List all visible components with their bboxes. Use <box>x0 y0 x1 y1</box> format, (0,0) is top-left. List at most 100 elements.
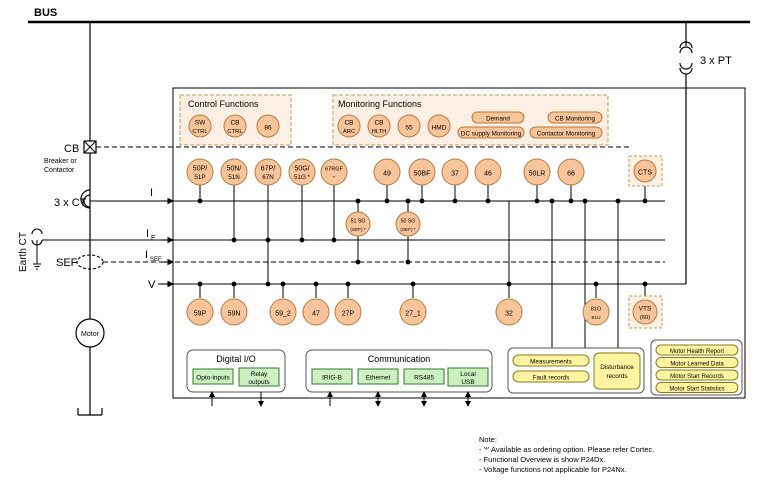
current-fn-2-shape <box>254 158 282 186</box>
monitor-fn-2: 55 <box>397 114 421 138</box>
digital-io-title: Digital I/O <box>216 354 256 364</box>
current-fn-7: 37 <box>441 158 469 186</box>
vts-node-shape <box>632 299 658 325</box>
node-label: 50 SG <box>401 219 416 225</box>
earth-ct-label: Earth CT <box>18 232 29 272</box>
current-fn-10-shape <box>557 158 585 186</box>
node-label: 59_2 <box>275 311 291 318</box>
node-label: Motor Learned Data <box>670 362 724 368</box>
current-fn-8-shape <box>474 158 502 186</box>
node-label: 50P/ <box>193 166 207 173</box>
node-label: 67RGF <box>325 167 343 173</box>
motor-label: Motor <box>81 331 100 338</box>
node-label: Relay <box>251 371 268 378</box>
monitor-fn-3-shape <box>427 114 451 138</box>
current-fn-1: 50N/51N <box>220 158 248 186</box>
node-label: 51P <box>194 174 205 181</box>
node-label: DC supply Monitoring <box>461 131 522 138</box>
node-label: Contactor Monitoring <box>537 131 596 138</box>
voltage-fn-4-shape <box>334 298 362 326</box>
cb-label: CB <box>64 143 79 155</box>
monitor-fn-0-shape <box>337 114 361 138</box>
voltage-fn-3: 47 <box>302 298 330 326</box>
measurements-pill: Measurements <box>512 354 590 367</box>
monitor-fn-2-shape <box>397 114 421 138</box>
monitoring-functions-title: Monitoring Functions <box>338 99 422 109</box>
current-fn-6: 50BF <box>408 158 436 186</box>
voltage-fn-0: 59P <box>186 298 214 326</box>
voltage-fn-5-shape <box>399 298 427 326</box>
node-label: outputs <box>248 379 270 386</box>
node-label: * <box>333 175 335 181</box>
node-label: 27P <box>342 311 355 318</box>
comm-2: RS485 <box>403 368 445 385</box>
node-label: 50G/ <box>294 166 309 173</box>
node-label: 67P/ <box>261 166 275 173</box>
voltage-fn-6: 32 <box>495 298 523 326</box>
circuit-breaker-icon <box>83 140 97 154</box>
control-functions-title: Control Functions <box>188 99 259 109</box>
voltage-fn-4: 27P <box>334 298 362 326</box>
note-line-2: - Functional Overview is show P24Dx. <box>479 455 605 464</box>
signal-ie-label: I <box>146 228 149 240</box>
note-title: Note: <box>479 435 497 444</box>
signal-ie-sub: E <box>151 235 156 242</box>
motor-report-3: Motor Start Statistics <box>655 382 739 393</box>
node-label: HLTH <box>372 129 387 135</box>
node-label: (60) <box>640 315 650 321</box>
node-label: 49 <box>383 171 391 178</box>
io-arrows <box>209 391 471 407</box>
earth-ct-icon <box>31 228 43 270</box>
node-label: 46 <box>484 171 492 178</box>
node-label: 81O <box>591 307 602 313</box>
note-line-3: - Voltage functions not applicable for P… <box>479 465 627 474</box>
control-fn-0-shape <box>188 114 212 138</box>
voltage-fn-1-shape <box>220 298 248 326</box>
cb-sublabel-2: Contactor <box>44 167 75 174</box>
node-label: IRIG-B <box>322 375 342 382</box>
current-fn-3: 50G/51G * <box>288 158 316 186</box>
node-label: Fault records <box>533 375 570 382</box>
monitor-pill-3: Contactor Monitoring <box>529 126 603 139</box>
node-label: Motor Start Records <box>670 374 724 380</box>
node-label: USB <box>461 379 474 386</box>
current-fn-0-shape <box>186 158 214 186</box>
fault-records-pill: Fault records <box>512 370 590 383</box>
current-fn-7-shape <box>441 158 469 186</box>
signal-i-label: I <box>150 187 153 199</box>
node-label: 47 <box>312 311 320 318</box>
node-label: CB Monitoring <box>555 116 595 123</box>
node-label: 51 SG <box>351 219 366 225</box>
voltage-fn-6-shape <box>495 298 523 326</box>
ct-label: 3 x CT <box>54 197 87 209</box>
monitor-pill-2: DC supply Monitoring <box>457 126 525 139</box>
node-label: Demand <box>486 116 510 123</box>
node-label: 51N <box>228 174 240 181</box>
note-line-1: - '*' Available as ordering option. Plea… <box>479 445 654 454</box>
cts-node: CTS <box>633 159 657 183</box>
voltage-fn-7-shape <box>582 298 610 326</box>
sef-fn-1-shape <box>395 211 421 237</box>
node-label: 55 <box>405 125 413 132</box>
motor-report-0: Motor Health Report <box>655 344 739 356</box>
control-fn-1-shape <box>223 114 247 138</box>
node-label: CTRL <box>227 129 243 135</box>
node-label: RS485 <box>414 375 434 382</box>
node-label: SW <box>195 120 206 127</box>
node-label: ARC <box>343 129 355 135</box>
ct-icon <box>80 189 91 209</box>
monitor-pill-1: CB Monitoring <box>547 111 603 124</box>
node-label: 66 <box>567 171 575 178</box>
voltage-fn-5: 27_1 <box>399 298 427 326</box>
node-label: 59P <box>194 311 207 318</box>
node-label: 37 <box>451 171 459 178</box>
node-label: Opto-inputs <box>196 375 230 382</box>
node-label: Measurements <box>530 359 572 366</box>
node-label: Motor Start Statistics <box>669 387 724 393</box>
